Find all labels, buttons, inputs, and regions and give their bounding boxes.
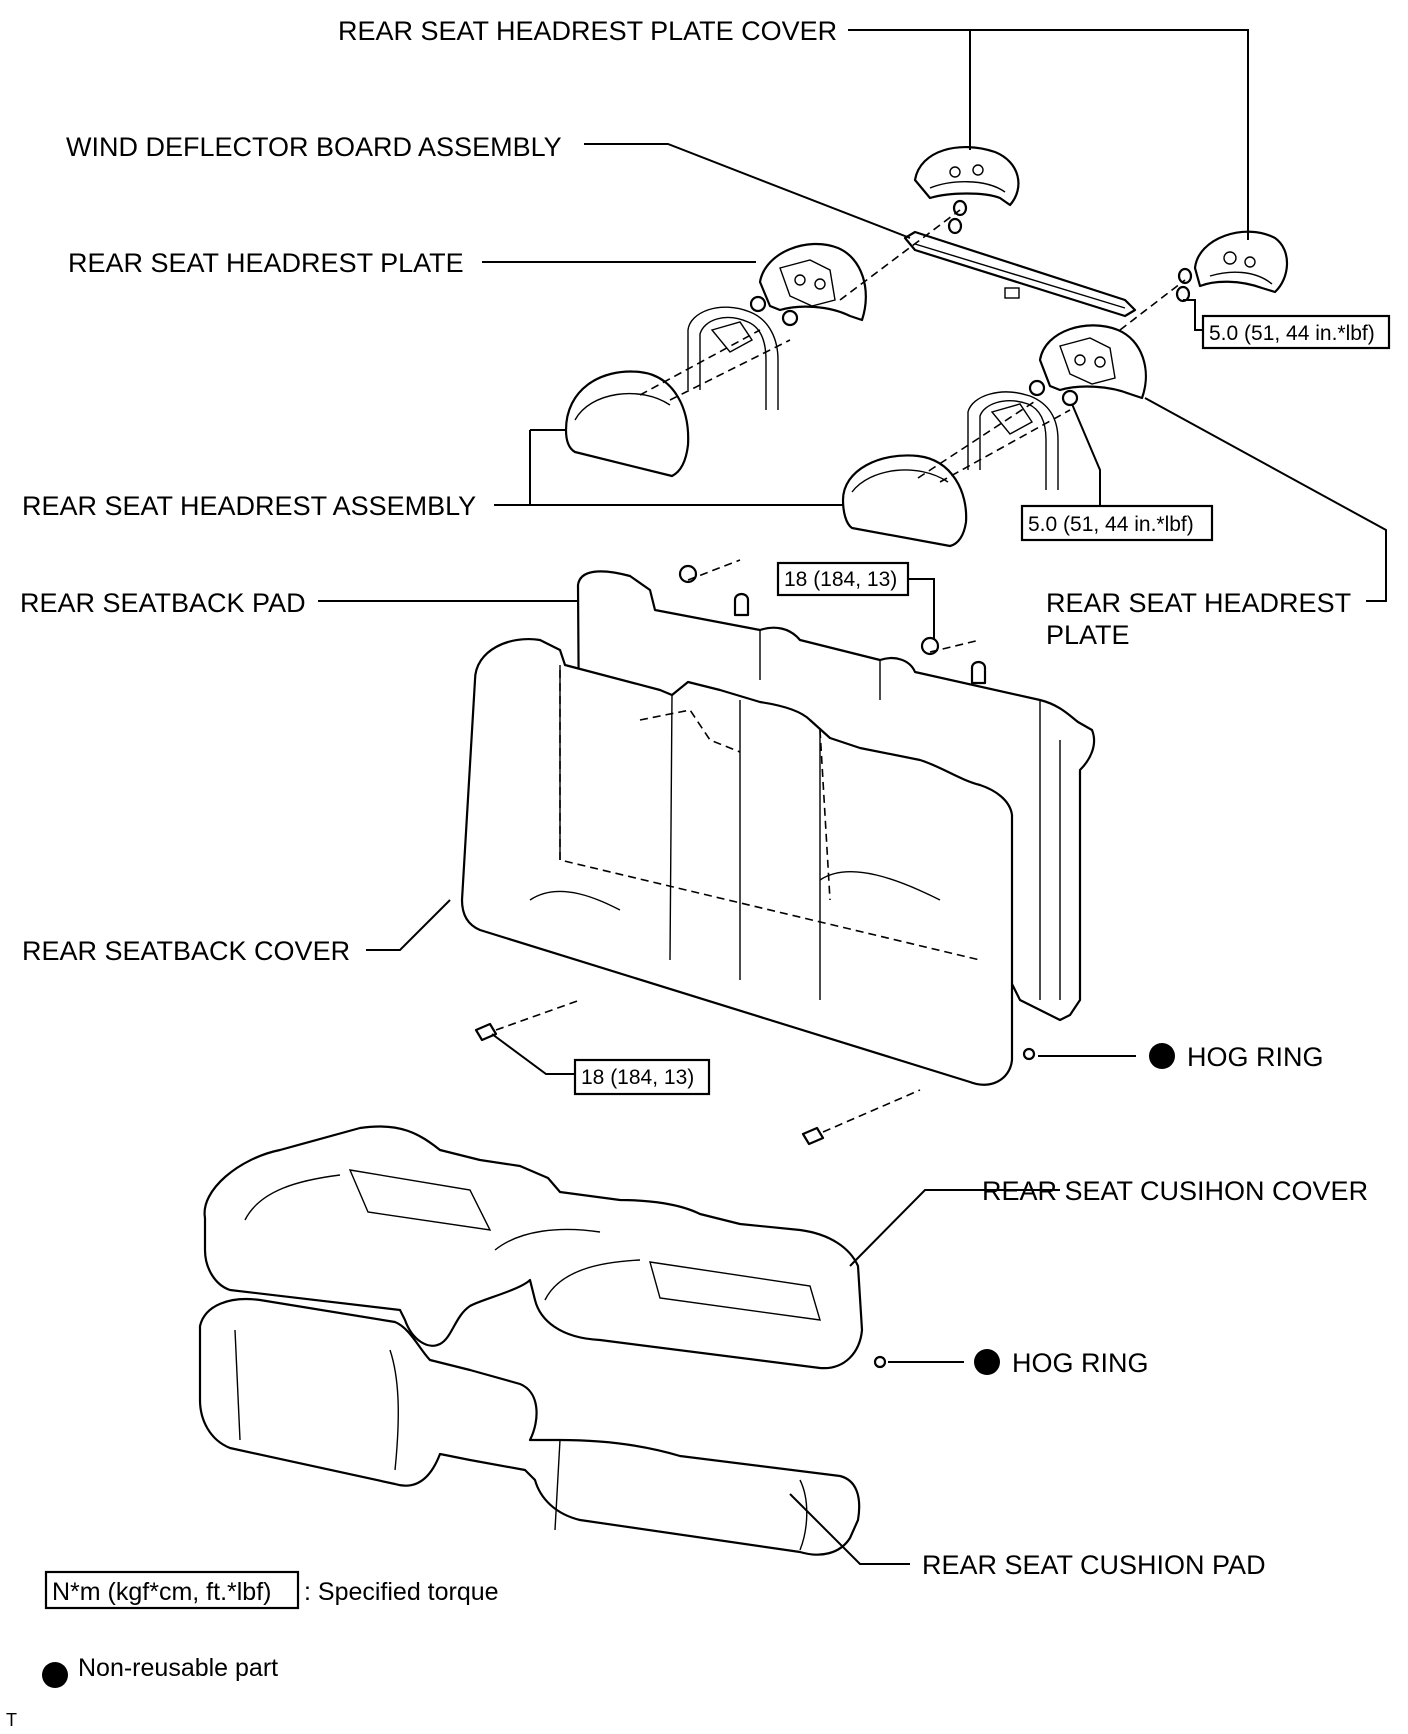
label-wind-deflector: WIND DEFLECTOR BOARD ASSEMBLY — [66, 132, 562, 162]
seatback-fasteners — [474, 559, 1036, 1146]
part-labels: REAR SEAT HEADREST PLATE COVER WIND DEFL… — [20, 16, 1368, 1580]
label-hog-ring-lower: HOG RING — [1012, 1348, 1149, 1378]
label-headrest-plate-cover: REAR SEAT HEADREST PLATE COVER — [338, 16, 837, 46]
headrest-assembly-right — [841, 454, 968, 548]
label-seatback-cover: REAR SEATBACK COVER — [22, 936, 350, 966]
hog-ring-lower-part — [873, 1355, 887, 1369]
headrest-plate-cover-left — [913, 145, 1020, 207]
label-headrest-plate-left: REAR SEAT HEADREST PLATE — [68, 248, 464, 278]
torque-value-seatback-lower: 18 (184, 13) — [581, 1066, 694, 1089]
clip-left-cover — [947, 199, 1193, 303]
torque-box-seatback-lower: 18 (184, 13) — [573, 1058, 711, 1096]
non-reusable-marker-lower — [974, 1349, 1000, 1375]
label-headrest-assembly: REAR SEAT HEADREST ASSEMBLY — [22, 491, 476, 521]
legend-non-reusable: Non-reusable part — [78, 1654, 278, 1682]
headrest-frame-left — [687, 306, 779, 410]
wind-deflector-board — [903, 230, 1137, 318]
label-headrest-plate-right-2: PLATE — [1046, 620, 1130, 650]
corner-mark: T — [6, 1710, 17, 1730]
label-seatback-pad: REAR SEATBACK PAD — [20, 588, 306, 618]
torque-box-plate-cover: 5.0 (51, 44 in.*lbf) — [1201, 314, 1391, 350]
legend-non-reusable-icon — [42, 1662, 68, 1688]
torque-box-seatback-upper: 18 (184, 13) — [776, 561, 910, 597]
legend: N*m (kgf*cm, ft.*lbf) : Specified torque… — [6, 1570, 499, 1730]
install-lines-headrest — [639, 209, 1186, 483]
cushion-cover — [203, 1125, 864, 1370]
non-reusable-marker-upper — [1149, 1043, 1175, 1069]
headrest-plate-left — [749, 243, 867, 327]
torque-value-plate-cover: 5.0 (51, 44 in.*lbf) — [1209, 322, 1375, 345]
seatback-cover — [460, 637, 1014, 1086]
label-cushion-pad: REAR SEAT CUSHION PAD — [922, 1550, 1266, 1580]
leader-lines — [318, 29, 1387, 1565]
headrest-plate-right — [1028, 324, 1147, 407]
label-headrest-plate-right-1: REAR SEAT HEADREST — [1046, 588, 1351, 618]
legend-torque-unit: N*m (kgf*cm, ft.*lbf) — [52, 1578, 271, 1606]
headrest-frame-right — [967, 391, 1059, 490]
torque-value-seatback-upper: 18 (184, 13) — [784, 568, 897, 591]
label-cushion-cover: REAR SEAT CUSIHON COVER — [982, 1176, 1368, 1206]
headrest-plate-cover-right — [1193, 230, 1289, 294]
cushion-pad — [198, 1298, 861, 1556]
headrest-assembly-left — [564, 370, 690, 478]
torque-value-plate-nut: 5.0 (51, 44 in.*lbf) — [1028, 513, 1194, 536]
torque-box-plate-nut: 5.0 (51, 44 in.*lbf) — [1020, 504, 1214, 542]
legend-torque-desc: : Specified torque — [304, 1578, 499, 1606]
label-hog-ring-upper: HOG RING — [1187, 1042, 1324, 1072]
